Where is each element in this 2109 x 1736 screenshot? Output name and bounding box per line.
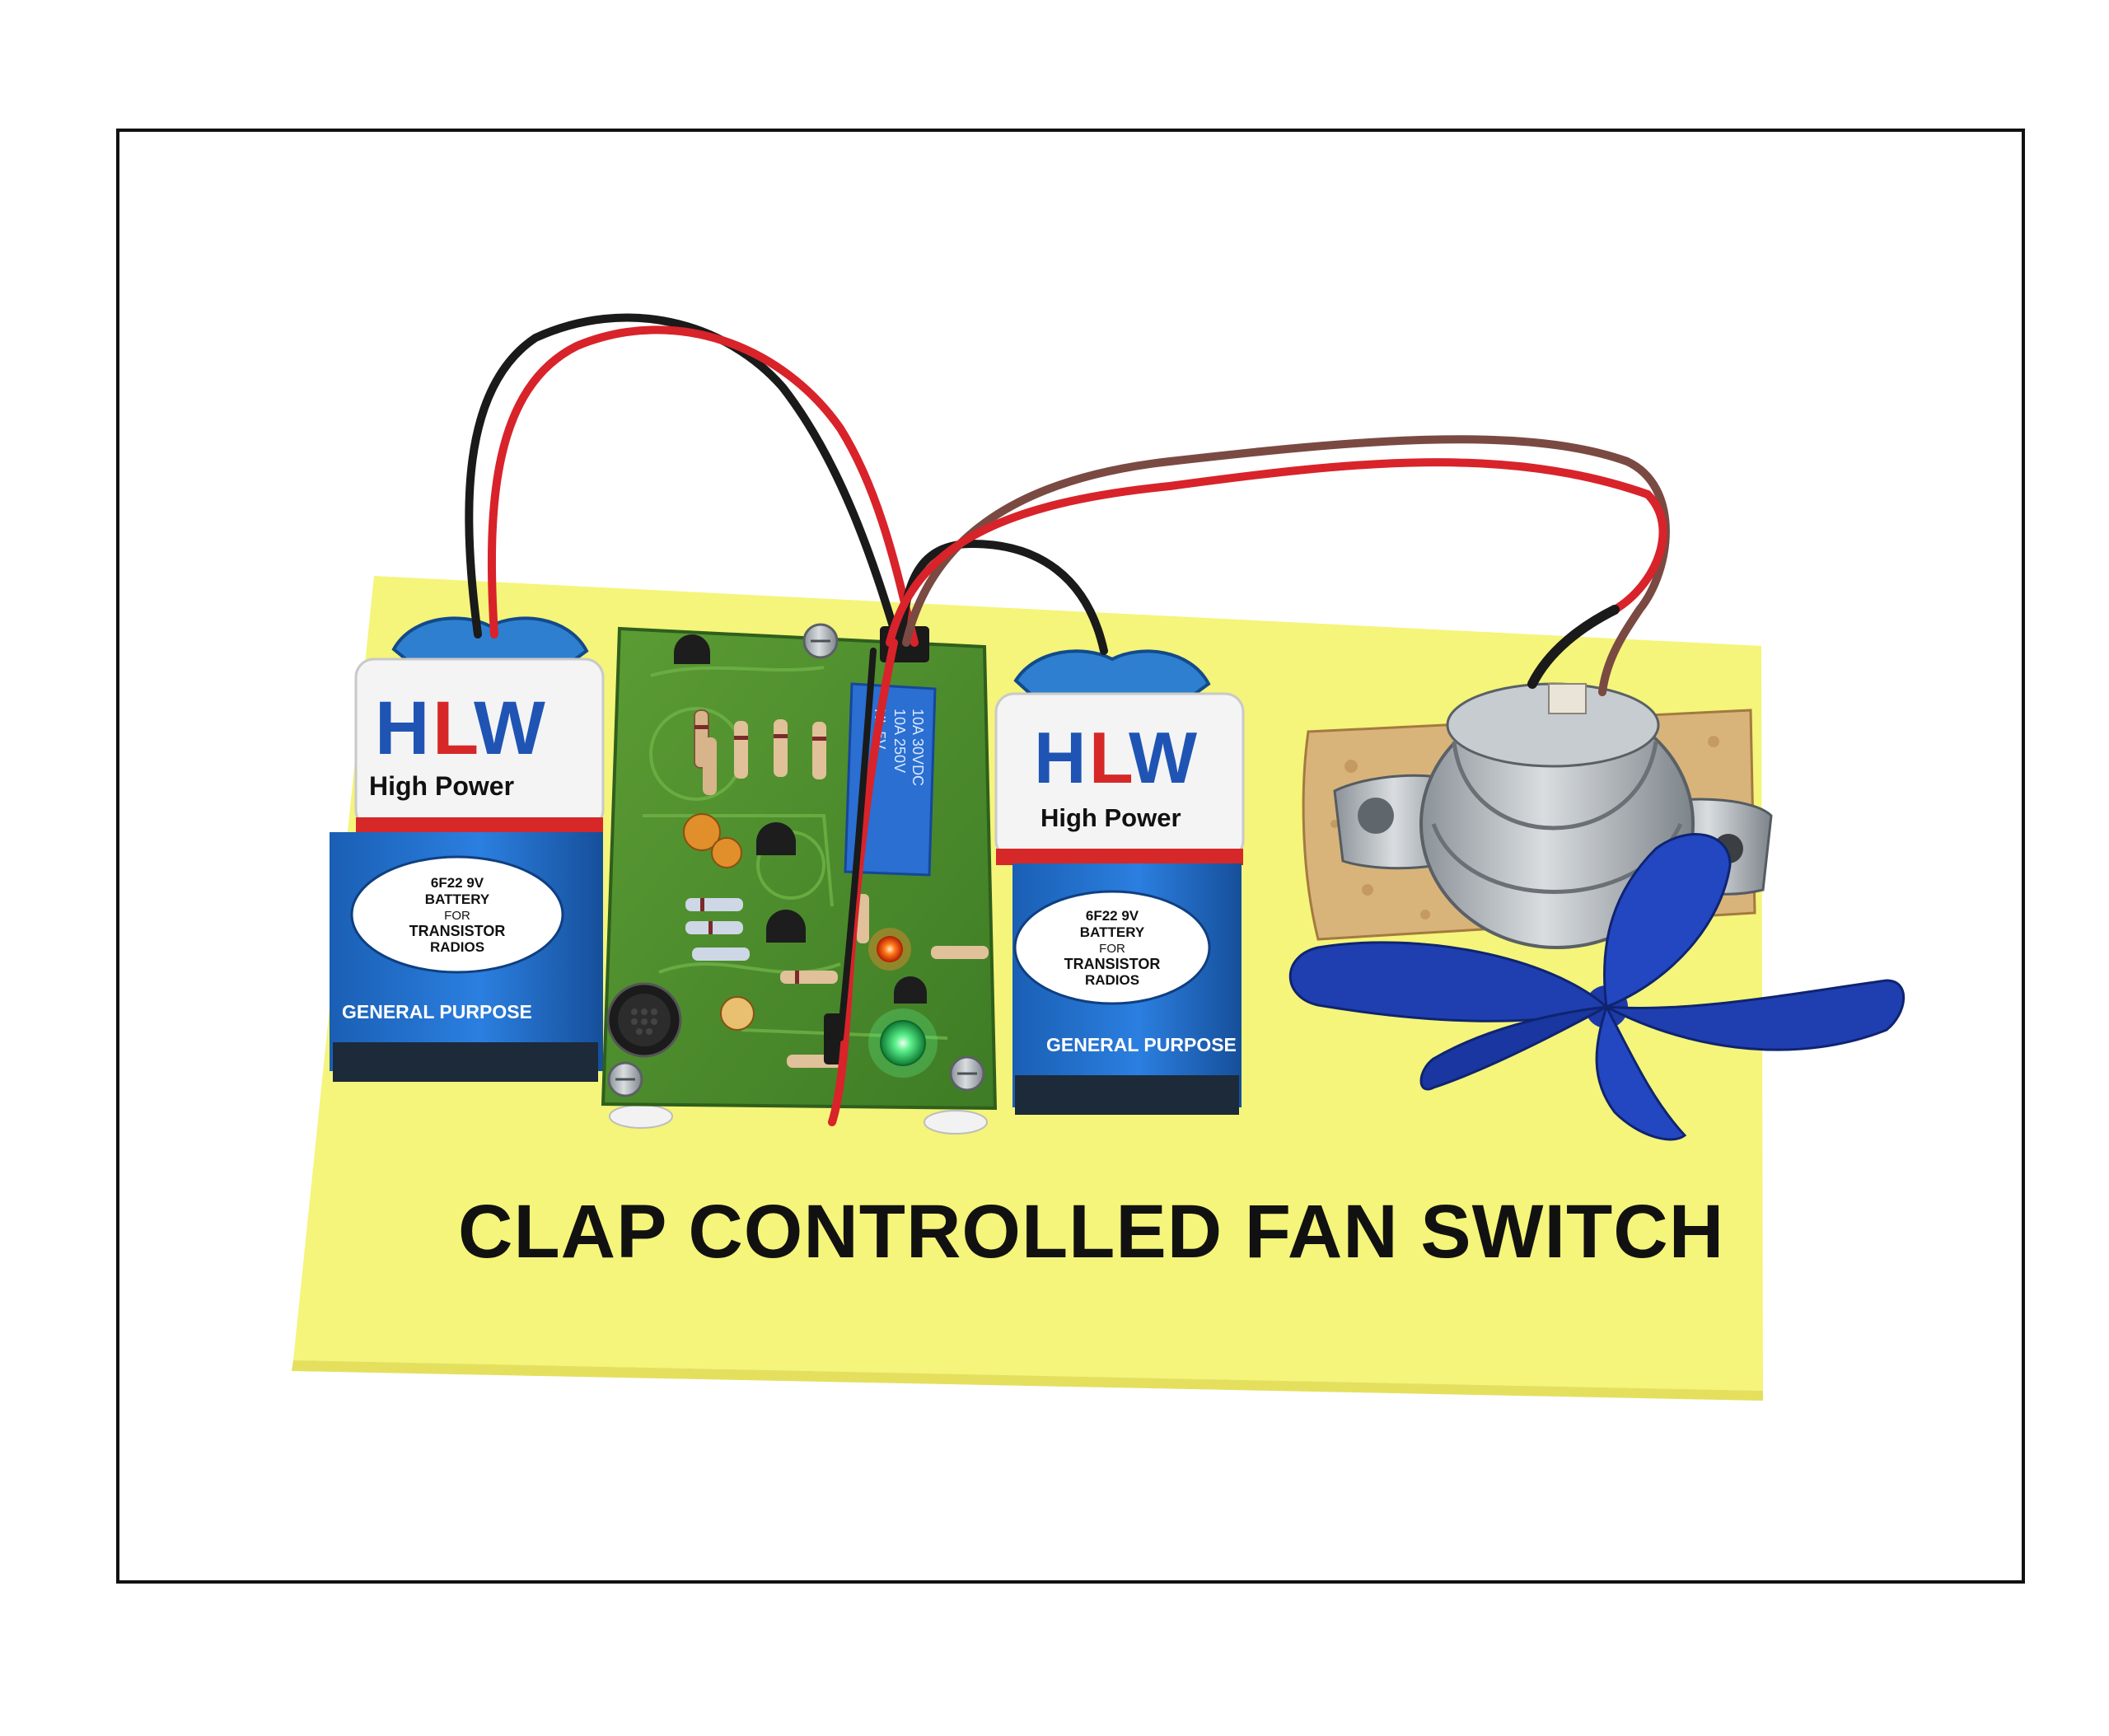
wires <box>465 313 1670 1126</box>
battery-label-line2: BATTERY <box>425 891 490 907</box>
capacitor <box>683 813 755 1031</box>
battery-brand-w: W <box>1129 717 1197 798</box>
battery-label-line5: RADIOS <box>1085 972 1139 988</box>
battery-label-line1: 6F22 9V <box>1086 908 1139 924</box>
wire-red <box>487 325 919 647</box>
battery-label-line3: FOR <box>1099 942 1125 956</box>
battery-brand-w: W <box>474 686 545 770</box>
battery-label-oval <box>350 855 564 974</box>
battery-label-line3: FOR <box>444 909 470 923</box>
battery-label-line5: RADIOS <box>430 939 484 955</box>
photo-frame <box>116 129 2025 1584</box>
battery-brand-l: L <box>433 686 479 770</box>
transistor <box>674 634 927 1004</box>
battery-footer: GENERAL PURPOSE <box>1046 1034 1237 1055</box>
battery-subtitle: High Power <box>369 771 514 801</box>
pcb-screw <box>949 1055 985 1092</box>
battery-brand-l: L <box>1089 717 1134 798</box>
battery-snap-connector <box>1013 649 1211 699</box>
red-led <box>868 928 911 971</box>
svg-text:10A 250V: 10A 250V <box>891 709 908 773</box>
battery-footer: GENERAL PURPOSE <box>342 1001 532 1022</box>
wire-brown <box>902 435 1670 696</box>
battery-label-oval <box>1013 890 1211 1005</box>
caption-title: CLAP CONTROLLED FAN SWITCH <box>458 1190 1725 1274</box>
wire-black <box>465 313 902 647</box>
battery-right: H L W High Power 6F22 9V BATTERY FOR TRA… <box>994 649 1245 1115</box>
green-led <box>868 1008 938 1078</box>
microphone <box>606 982 682 1058</box>
circuit-board: HL 5V 10A 250V 10A 30VDC <box>601 623 998 1135</box>
wire-black <box>1527 605 1620 689</box>
battery-brand-h: H <box>375 686 429 770</box>
resistor <box>685 709 989 1068</box>
battery-brand-h: H <box>1034 717 1087 798</box>
battery-label-line4: TRANSISTOR <box>1064 956 1161 972</box>
battery-label-line2: BATTERY <box>1080 924 1145 940</box>
wire-red <box>886 458 1667 647</box>
battery-subtitle: High Power <box>1040 803 1181 832</box>
fan-blades <box>1288 833 1906 1141</box>
pcb-screw <box>607 1061 643 1097</box>
pcb-screw <box>802 623 839 659</box>
resistor-bands <box>694 725 826 984</box>
battery-left: H L W High Power 6F22 9V BATTERY FOR TRA… <box>330 616 605 1082</box>
battery-label-line4: TRANSISTOR <box>409 923 506 939</box>
battery-label-line1: 6F22 9V <box>431 875 484 891</box>
yellow-board-edge <box>292 1360 1763 1401</box>
wire-black <box>837 648 877 1041</box>
svg-text:10A 30VDC: 10A 30VDC <box>910 709 926 786</box>
